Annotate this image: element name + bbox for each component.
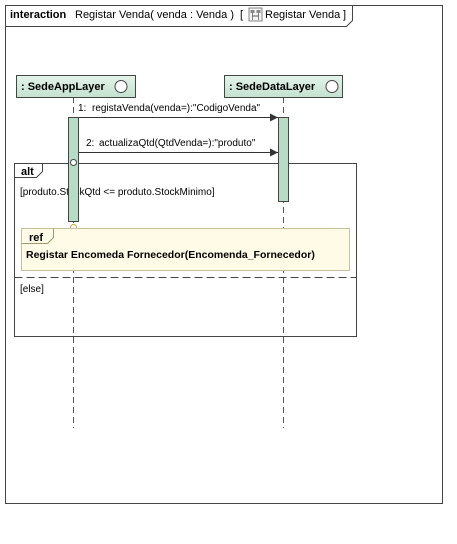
message-2-label: actualizaQtd(QtdVenda=):"produto" <box>99 138 256 149</box>
message-1-label: registaVenda(venda=):"CodigoVenda" <box>92 103 261 114</box>
ref-keyword: ref <box>29 232 43 244</box>
alt-else-guard: [else] <box>20 284 44 295</box>
message-2-number: 2: <box>86 138 94 149</box>
message-1-number: 1: <box>78 103 86 114</box>
frame-open-bracket: [ <box>240 9 243 21</box>
activation-bar-sedeapplayer <box>68 117 79 222</box>
lifeline-head-sededatalayer[interactable]: : SedeDataLayer <box>224 75 343 98</box>
gate-alt-entry <box>70 159 77 166</box>
lifeline-head-sedeapplayer[interactable]: : SedeAppLayer <box>16 75 136 98</box>
frame-close-bracket: ] <box>343 9 346 21</box>
alt-operator: alt <box>21 166 34 178</box>
frame-diagram-link[interactable]: Registar Venda <box>265 9 341 21</box>
alt-fragment[interactable] <box>14 163 357 337</box>
boundary-circle-icon <box>325 80 339 93</box>
activation-bar-sededatalayer <box>278 117 289 202</box>
lifeline-label: : SedeDataLayer <box>229 81 316 93</box>
frame-title-tab <box>5 5 353 27</box>
frame-name: Registar Venda( venda : Venda ) <box>75 9 234 21</box>
alt-guard-condition: [produto.StockQtd <= produto.StockMinimo… <box>20 187 215 198</box>
frame-keyword: interaction <box>10 9 67 21</box>
ref-tab <box>21 228 54 244</box>
alt-fragment-tab <box>14 163 43 178</box>
ref-label[interactable]: Registar Encomeda Fornecedor(Encomenda_F… <box>26 249 315 261</box>
boundary-circle-icon <box>114 80 128 93</box>
lifeline-label: : SedeAppLayer <box>21 81 105 93</box>
sequence-diagram-icon <box>248 7 263 22</box>
ref-interaction-use[interactable] <box>21 228 350 271</box>
